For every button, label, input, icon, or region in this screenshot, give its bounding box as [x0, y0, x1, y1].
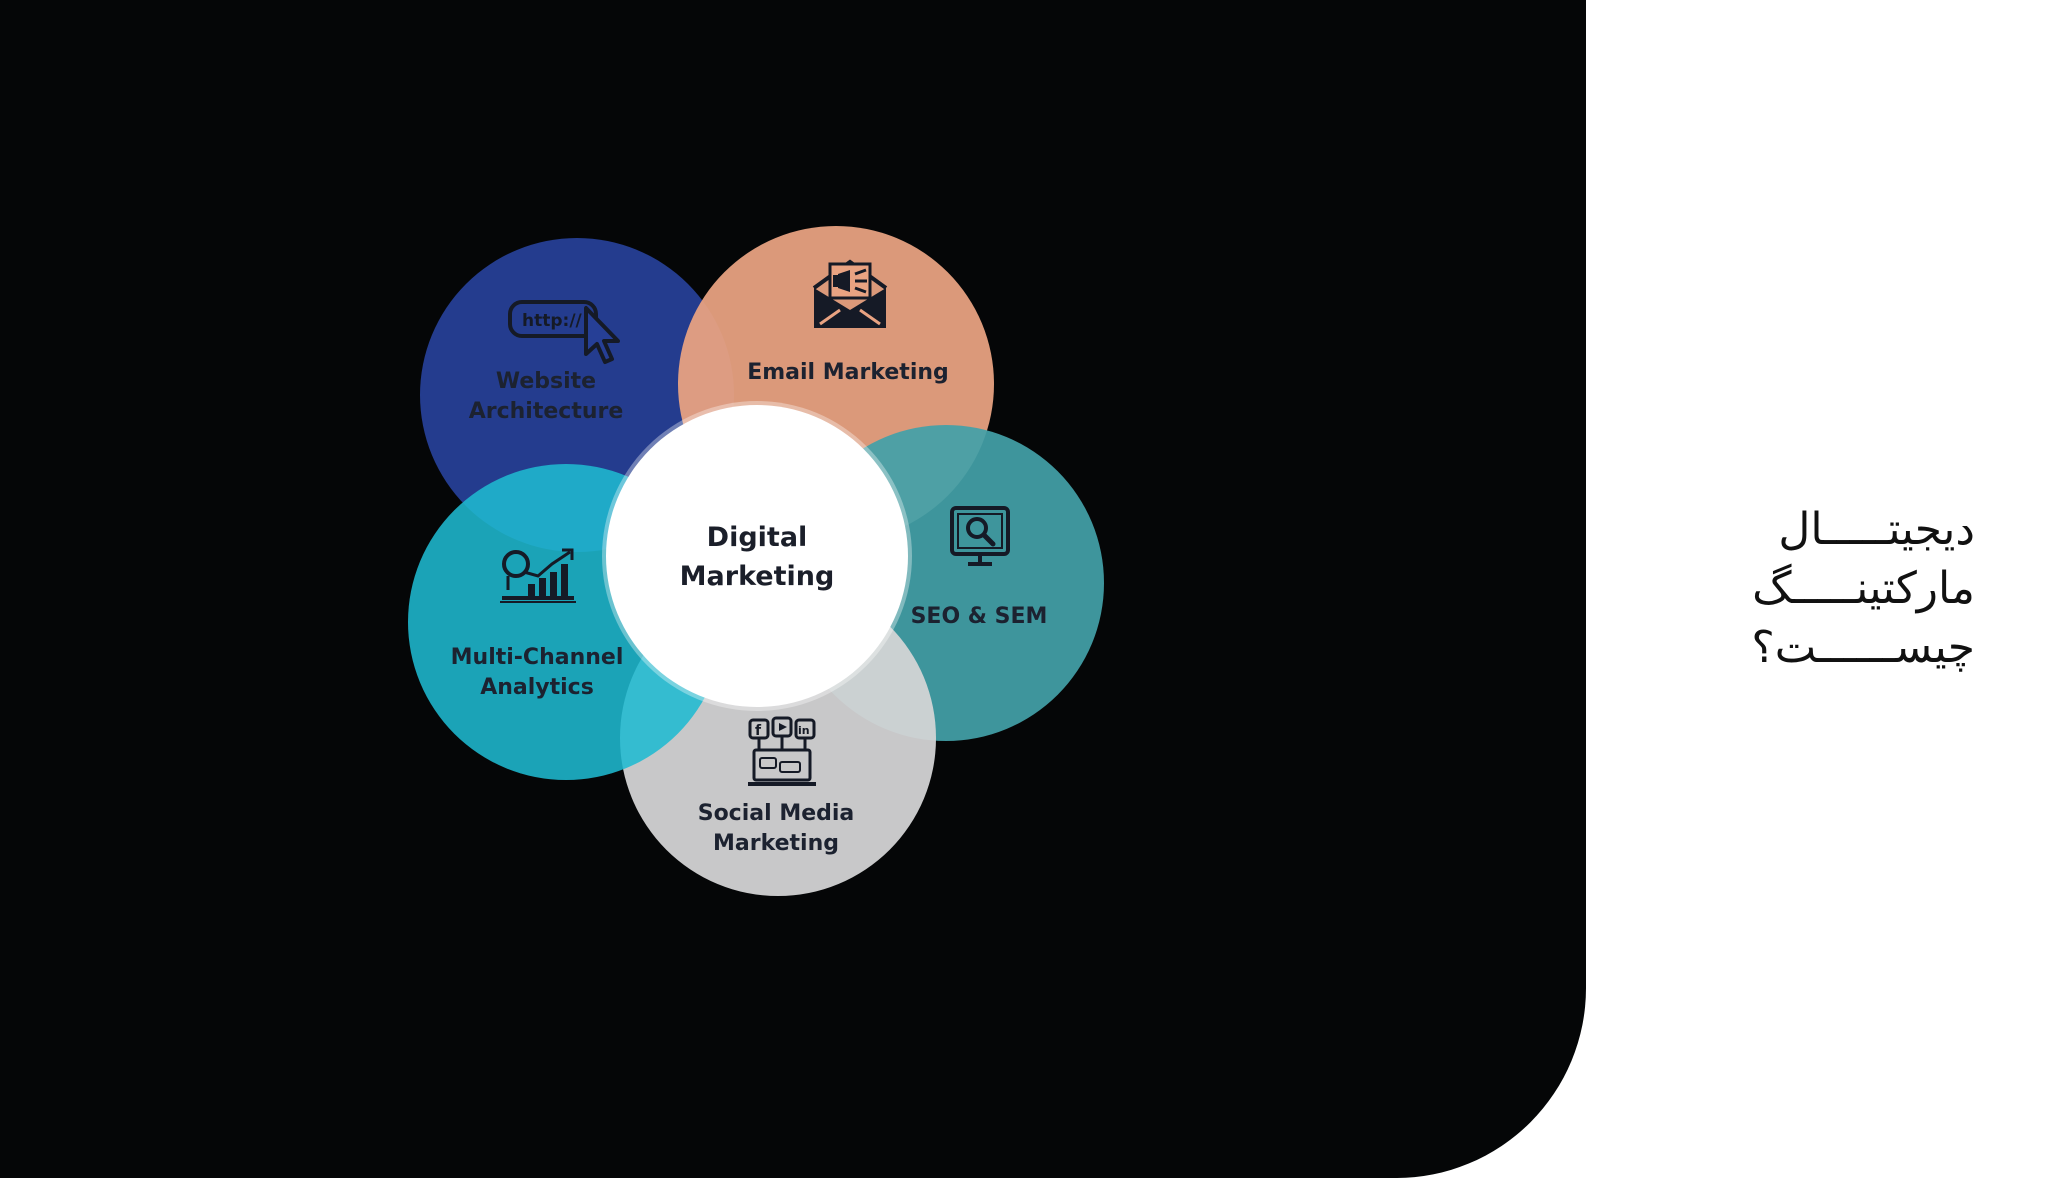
seo-sem-label: SEO & SEM [911, 602, 1048, 632]
center-circle [606, 405, 908, 707]
social-devices-icon: f in [748, 716, 816, 786]
persian-heading-line3: چیســــــت؟ [1751, 622, 1975, 673]
center-label: Digital Marketing [680, 518, 835, 596]
multi-channel-analytics-label: Multi-Channel Analytics [451, 643, 624, 703]
website-architecture-label: Website Architecture [469, 367, 624, 427]
website-label-line1: Website [495, 369, 597, 394]
email-marketing-label: Email Marketing [747, 358, 949, 388]
social-label-line2: Marketing [712, 831, 840, 856]
persian-heading-line2: مارکتینـــــگ [1752, 563, 1975, 614]
social-label-line1: Social Media [697, 801, 855, 826]
browser-url-text: http:// [522, 311, 583, 331]
analytics-label-line1: Multi-Channel [450, 645, 624, 670]
email-label-line1: Email Marketing [747, 360, 949, 385]
center-label-line2: Marketing [679, 561, 835, 592]
analytics-label-line2: Analytics [480, 675, 594, 700]
linkedin-letters: in [798, 724, 810, 737]
persian-heading-line1: دیجیتـــــال [1778, 504, 1975, 555]
browser-url-cursor-icon: http:// [508, 300, 620, 364]
website-label-line2: Architecture [468, 399, 624, 424]
seo-label-line1: SEO & SEM [910, 604, 1048, 629]
analytics-chart-icon [500, 548, 576, 603]
social-media-marketing-label: Social Media Marketing [698, 799, 855, 859]
facebook-letter: f [755, 723, 762, 739]
center-label-line1: Digital [706, 522, 808, 553]
envelope-megaphone-icon [812, 259, 888, 328]
monitor-search-icon [950, 506, 1010, 566]
persian-heading: دیجیتـــــال مارکتینـــــگ چیســــــت؟ [1690, 500, 1975, 677]
